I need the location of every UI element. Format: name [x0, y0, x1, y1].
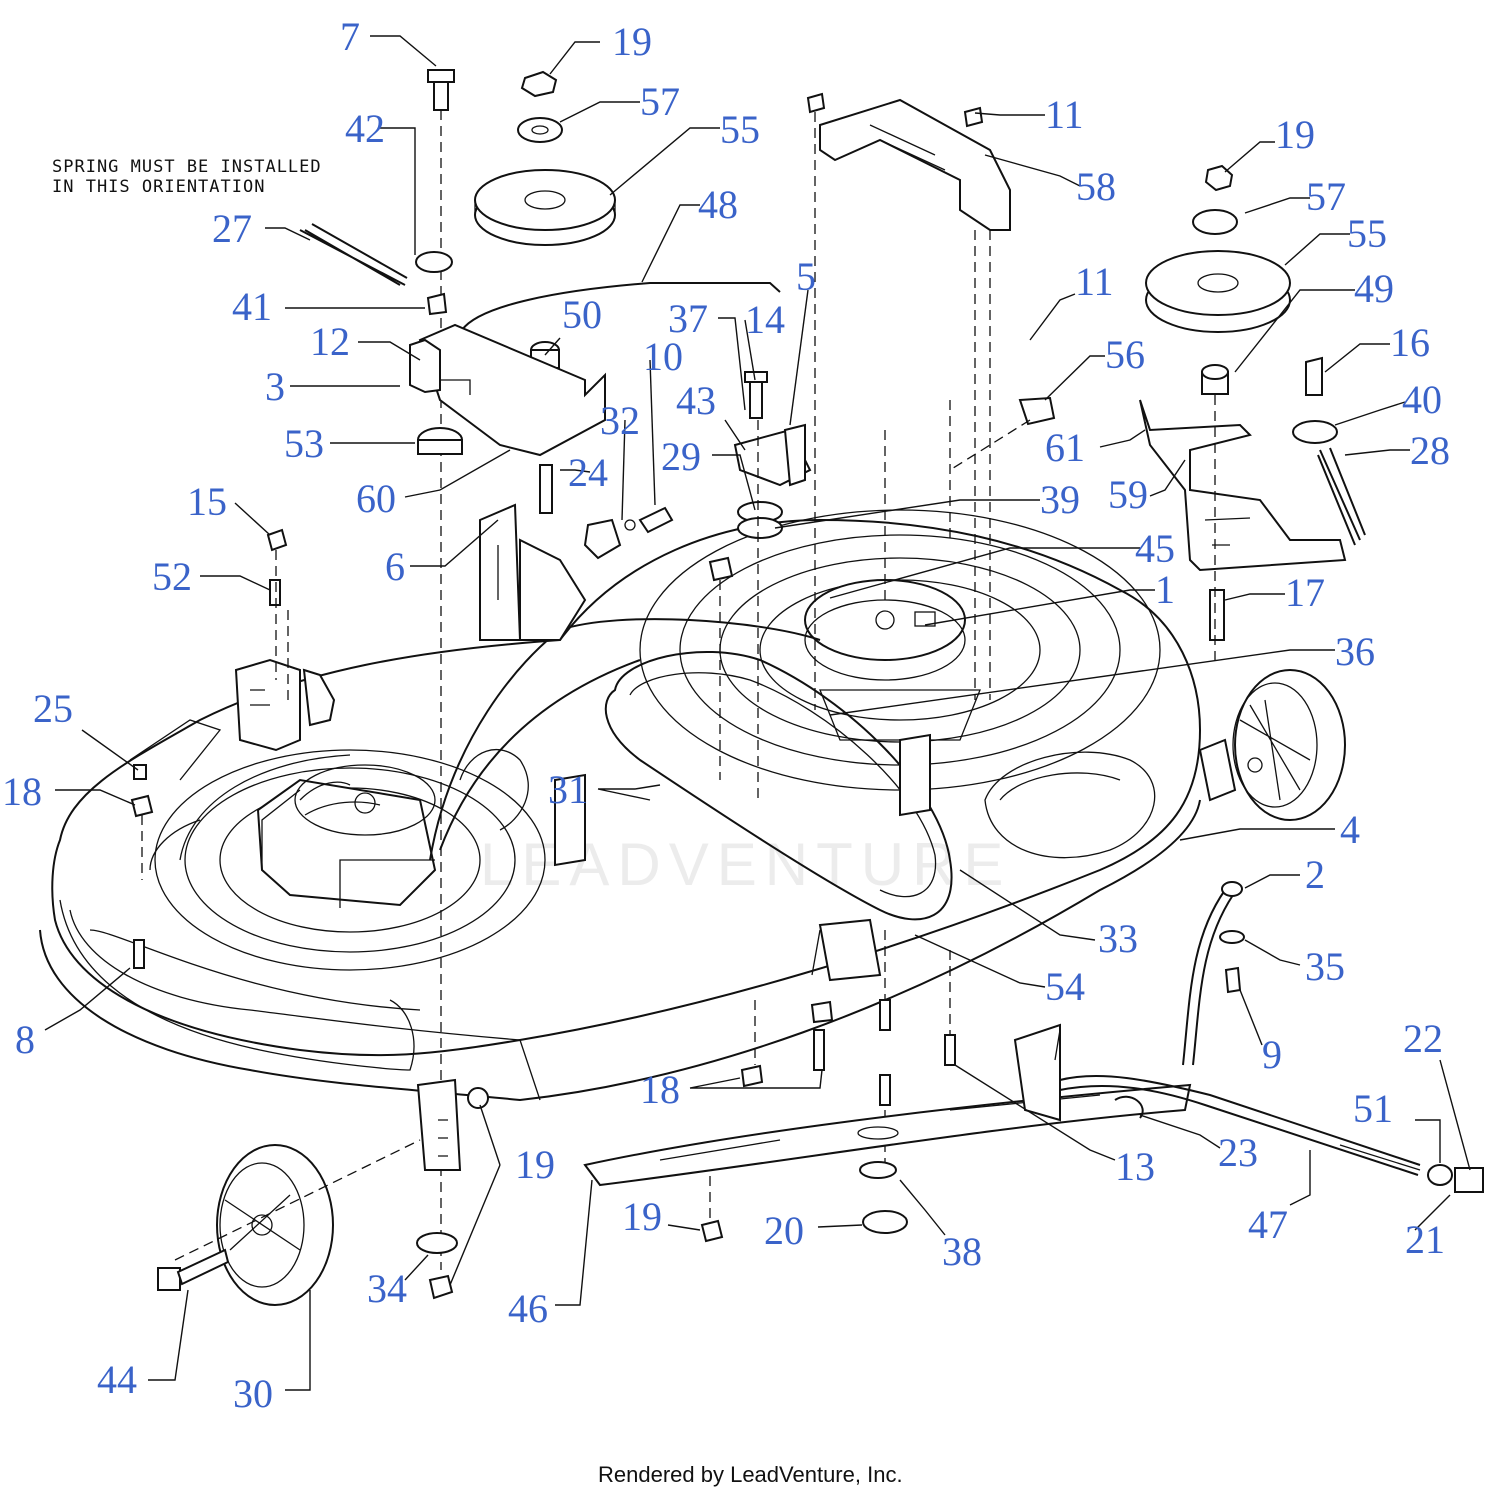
footer-credit: Rendered by LeadVenture, Inc.	[598, 1462, 903, 1487]
callout-27[interactable]: 27	[212, 206, 252, 251]
callout-32[interactable]: 32	[600, 398, 640, 443]
callout-19[interactable]: 19	[515, 1142, 555, 1187]
callout-30[interactable]: 30	[233, 1371, 273, 1416]
callout-46[interactable]: 46	[508, 1286, 548, 1331]
callout-20[interactable]: 20	[764, 1208, 804, 1253]
callout-53[interactable]: 53	[284, 421, 324, 466]
callout-50[interactable]: 50	[562, 292, 602, 337]
callout-6[interactable]: 6	[385, 544, 405, 589]
callout-4[interactable]: 4	[1340, 807, 1360, 852]
callout-47[interactable]: 47	[1248, 1202, 1288, 1247]
callout-8[interactable]: 8	[15, 1017, 35, 1062]
callout-1[interactable]: 1	[1155, 567, 1175, 612]
callout-25[interactable]: 25	[33, 686, 73, 731]
callout-12[interactable]: 12	[310, 319, 350, 364]
mower-deck	[39, 503, 1346, 1102]
callout-19[interactable]: 19	[622, 1194, 662, 1239]
leader-lines	[44, 35, 1471, 1391]
callout-17[interactable]: 17	[1285, 570, 1325, 615]
callout-54[interactable]: 54	[1045, 964, 1085, 1009]
callout-5[interactable]: 5	[796, 254, 816, 299]
callout-29[interactable]: 29	[661, 434, 701, 479]
callout-7[interactable]: 7	[340, 14, 360, 59]
spring-orientation-note-line-1: SPRING MUST BE INSTALLED	[52, 157, 322, 177]
callout-38[interactable]: 38	[942, 1229, 982, 1274]
callout-28[interactable]: 28	[1410, 428, 1450, 473]
callout-59[interactable]: 59	[1108, 472, 1148, 517]
callout-42[interactable]: 42	[345, 106, 385, 151]
callout-19[interactable]: 19	[612, 19, 652, 64]
callout-55[interactable]: 55	[720, 107, 760, 152]
callout-34[interactable]: 34	[367, 1266, 407, 1311]
callout-19[interactable]: 19	[1275, 112, 1315, 157]
callout-56[interactable]: 56	[1105, 332, 1145, 377]
callout-45[interactable]: 45	[1135, 526, 1175, 571]
callout-57[interactable]: 57	[640, 79, 680, 124]
callout-43[interactable]: 43	[676, 378, 716, 423]
callout-10[interactable]: 10	[643, 334, 683, 379]
callout-52[interactable]: 52	[152, 554, 192, 599]
callout-13[interactable]: 13	[1115, 1144, 1155, 1189]
idler-assembly-center	[708, 371, 812, 800]
callout-15[interactable]: 15	[187, 479, 227, 524]
callout-49[interactable]: 49	[1354, 266, 1394, 311]
callout-14[interactable]: 14	[745, 297, 785, 342]
callout-39[interactable]: 39	[1040, 477, 1080, 522]
callout-58[interactable]: 58	[1076, 164, 1116, 209]
callout-36[interactable]: 36	[1335, 629, 1375, 674]
callout-21[interactable]: 21	[1405, 1217, 1445, 1262]
callout-61[interactable]: 61	[1045, 425, 1085, 470]
callout-55[interactable]: 55	[1347, 211, 1387, 256]
callout-40[interactable]: 40	[1402, 377, 1442, 422]
idler-assembly-right	[949, 164, 1366, 660]
callout-18[interactable]: 18	[2, 769, 42, 814]
idler-assembly-left	[299, 69, 781, 1270]
callout-23[interactable]: 23	[1218, 1130, 1258, 1175]
callout-24[interactable]: 24	[568, 450, 608, 495]
part-callouts: 7 19 57 55 42 27 48 41 50 12 3 53 60 10 …	[2, 14, 1450, 1416]
lower-hardware	[130, 528, 1484, 1306]
callout-35[interactable]: 35	[1305, 944, 1345, 989]
callout-48[interactable]: 48	[698, 182, 738, 227]
callout-60[interactable]: 60	[356, 476, 396, 521]
callout-33[interactable]: 33	[1098, 916, 1138, 961]
callout-3[interactable]: 3	[265, 364, 285, 409]
pulley-cover-bracket	[806, 92, 1011, 710]
callout-11[interactable]: 11	[1045, 92, 1084, 137]
callout-2[interactable]: 2	[1305, 852, 1325, 897]
callout-44[interactable]: 44	[97, 1357, 137, 1402]
callout-31[interactable]: 31	[548, 767, 588, 812]
callout-37[interactable]: 37	[668, 296, 708, 341]
callout-18[interactable]: 18	[640, 1067, 680, 1112]
callout-57[interactable]: 57	[1306, 174, 1346, 219]
callout-41[interactable]: 41	[232, 284, 272, 329]
callout-9[interactable]: 9	[1262, 1032, 1282, 1077]
callout-51[interactable]: 51	[1353, 1086, 1393, 1131]
callout-11[interactable]: 11	[1075, 259, 1114, 304]
callout-22[interactable]: 22	[1403, 1016, 1443, 1061]
callout-16[interactable]: 16	[1390, 320, 1430, 365]
spring-orientation-note-line-2: IN THIS ORIENTATION	[52, 177, 265, 197]
